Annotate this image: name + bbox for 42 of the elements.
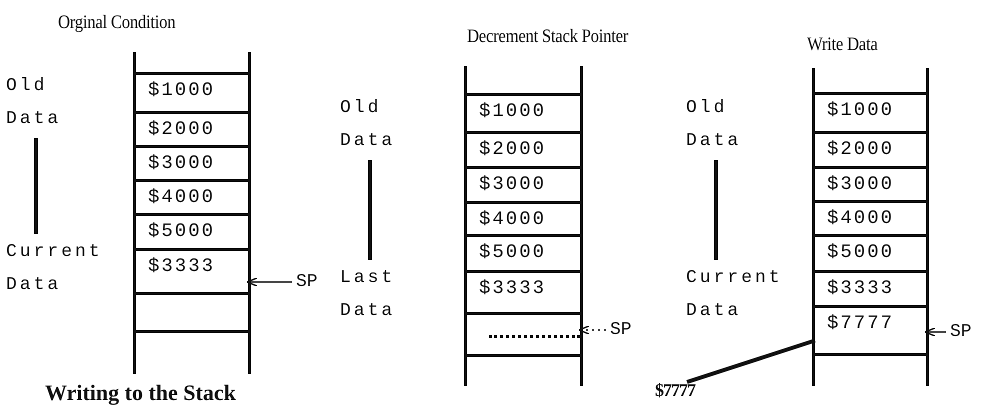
side-label: Old Data [340, 92, 396, 158]
stack-cell: $5000 [815, 234, 926, 273]
leader-line [686, 338, 816, 384]
range-line [714, 160, 718, 260]
pointer-label: SP [610, 320, 632, 340]
stack-cell: $3000 [136, 145, 248, 182]
side-label: Current Data [686, 262, 783, 328]
pointer-label: SP [296, 272, 318, 292]
stack-cell: $4000 [136, 179, 248, 216]
pointer-arrow [924, 327, 946, 337]
stack-cell: $4000 [815, 200, 926, 237]
stack-cell: $3333 [136, 248, 248, 295]
stack-cell: $4000 [467, 201, 580, 237]
pointer-arrow [578, 325, 606, 335]
stack-cell: $3000 [815, 166, 926, 203]
empty-stack-cell [467, 312, 580, 357]
pointer-arrow [246, 277, 292, 287]
side-label: Current Data [6, 236, 103, 302]
side-label: Last Data [340, 262, 396, 328]
stack-cell: $2000 [467, 131, 580, 169]
range-line [34, 138, 38, 234]
stack-heading: Orginal Condition [58, 12, 176, 34]
callout-label: $7777 [655, 380, 695, 401]
side-label: Old Data [686, 92, 742, 158]
stack-heading: Write Data [807, 34, 878, 56]
stack-cell: $3000 [467, 166, 580, 204]
stack-cell: $5000 [467, 234, 580, 273]
stack-cell: $1000 [136, 72, 248, 114]
stack-cell: $7777 [815, 305, 926, 356]
stack-cell: $1000 [467, 93, 580, 134]
pointer-label: SP [950, 322, 972, 342]
empty-stack-cell [136, 292, 248, 333]
side-label: Old Data [6, 70, 62, 136]
stack-cell: $2000 [815, 131, 926, 169]
caption: Writing to the Stack [45, 380, 236, 406]
range-line [368, 160, 372, 260]
stack-cell: $5000 [136, 213, 248, 251]
stack-cell: $3333 [467, 270, 580, 315]
stack-cell: $1000 [815, 92, 926, 134]
stack-heading: Decrement Stack Pointer [467, 26, 628, 48]
stack-cell: $3333 [815, 270, 926, 308]
stack-cell: $2000 [136, 111, 248, 148]
